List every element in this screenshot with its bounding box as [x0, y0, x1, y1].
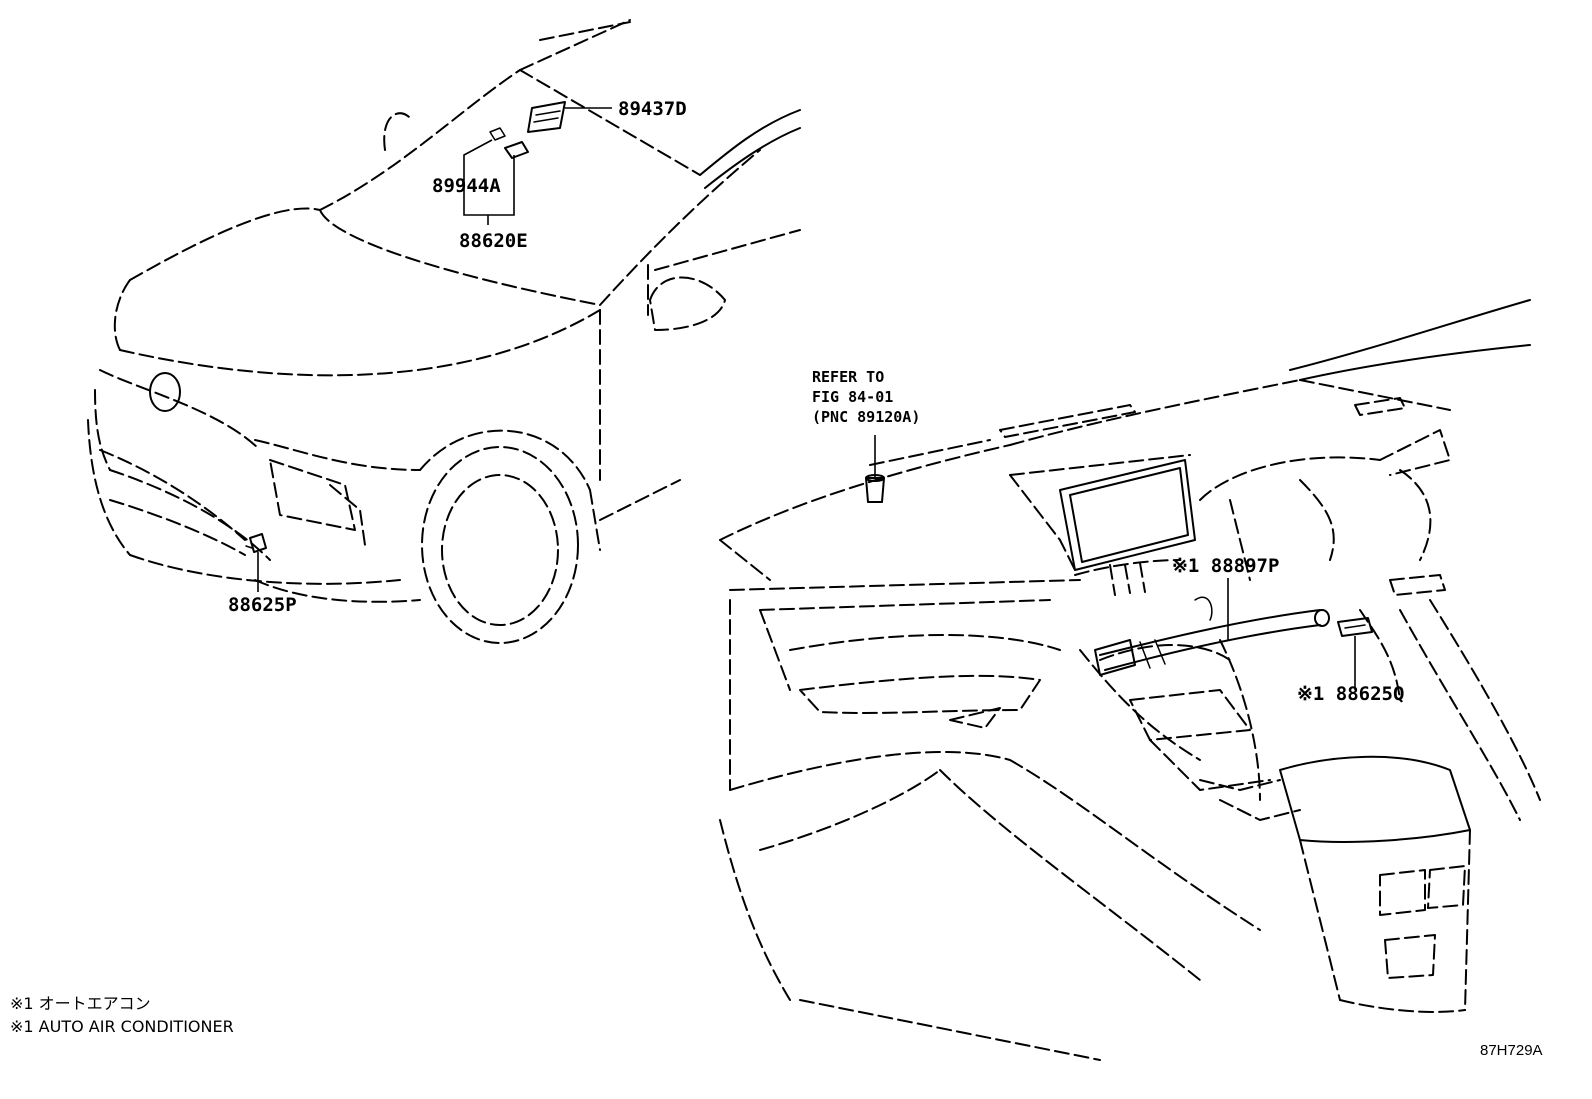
footnote-english: ※1 AUTO AIR CONDITIONER: [10, 1017, 234, 1036]
part-labels: 89437D 89944A 88620E 88625P ※1 88897P ※1…: [10, 98, 1543, 1059]
label-88897P: ※1 88897P: [1172, 555, 1279, 577]
leader-lines-interior: [874, 435, 1356, 690]
sensor-connector-part: [1337, 617, 1373, 637]
aspirator-duct-part: [1094, 596, 1330, 676]
footnote-japanese: ※1 オートエアコン: [10, 994, 151, 1013]
label-88620E: 88620E: [459, 230, 528, 252]
label-88625Q: ※1 88625Q: [1297, 683, 1404, 705]
diagram-code: 87H729A: [1480, 1042, 1543, 1059]
label-89944A: 89944A: [432, 175, 501, 197]
label-89437D: 89437D: [618, 98, 687, 120]
leader-lines-exterior: [257, 107, 612, 592]
vehicle-exterior-illustration: [87, 19, 801, 644]
reference-line-3: (PNC 89120A): [812, 408, 920, 426]
windshield-components: [489, 101, 566, 159]
reference-line-1: REFER TO: [812, 368, 884, 386]
reference-line-2: FIG 84-01: [812, 388, 893, 406]
label-88625P: 88625P: [228, 594, 297, 616]
